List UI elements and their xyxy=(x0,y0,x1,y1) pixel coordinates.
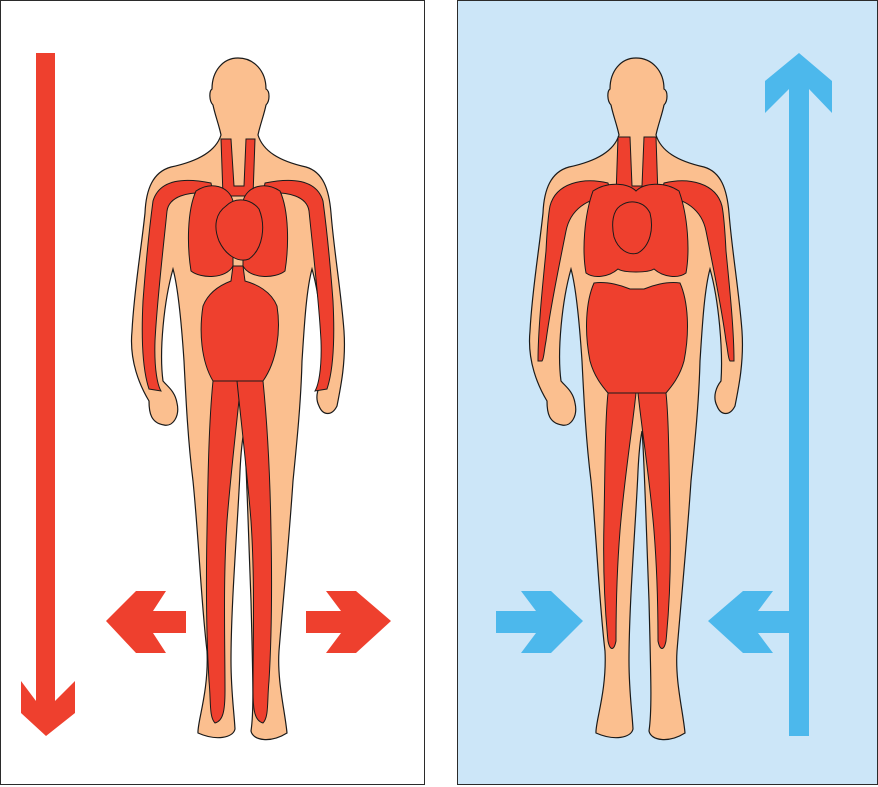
heart xyxy=(613,202,652,254)
right-panel-illustration xyxy=(458,1,878,785)
abdomen-organs xyxy=(587,283,688,393)
left-panel-illustration xyxy=(1,1,425,785)
right-panel xyxy=(457,0,878,785)
left-panel xyxy=(0,0,425,785)
